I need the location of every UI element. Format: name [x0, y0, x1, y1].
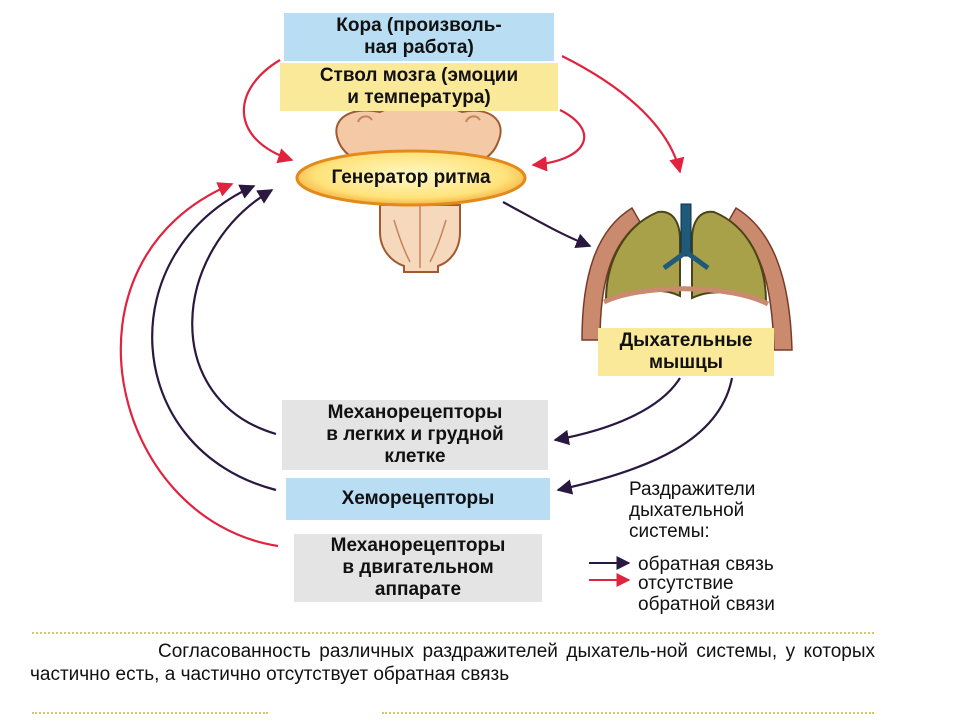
arrow-motor-to-generator — [119, 182, 279, 548]
arrow-muscles-to-lung-receptors — [553, 377, 681, 446]
arrow-cortex-to-generator — [242, 59, 294, 164]
arrow-generator-to-muscles — [502, 201, 592, 248]
arrow-cortex-to-muscles — [561, 55, 685, 174]
legend-feedback-label: обратная связь — [638, 554, 774, 575]
caption-bottom-divider-right — [382, 712, 874, 714]
caption-bottom-divider-left — [32, 712, 268, 714]
motor-mechanoreceptors-box: Механорецепторы в двигательном аппарате — [294, 534, 542, 602]
arrow-lung-receptors-to-generator — [191, 189, 277, 436]
cortex-box: Кора (произволь- ная работа) — [284, 13, 554, 61]
rhythm-generator-label: Генератор ритма — [331, 167, 491, 188]
caption: Согласованность различных раздражителей … — [30, 640, 875, 686]
rhythm-generator-ellipse — [295, 149, 527, 207]
brainstem-box: Ствол мозга (эмоции и температура) — [280, 63, 558, 111]
lungs-illustration — [581, 203, 793, 351]
feedback-arrows — [151, 184, 734, 495]
respiratory-muscles-box: Дыхательные мышцы — [598, 328, 774, 376]
caption-top-divider — [32, 632, 874, 634]
legend-title: Раздражители дыхательной системы: — [629, 479, 756, 542]
legend-no-feedback-label: отсутствие обратной связи — [638, 573, 775, 615]
caption-text: Согласованность различных раздражителей … — [30, 641, 875, 685]
lung-mechanoreceptors-box: Механорецепторы в легких и грудной клетк… — [282, 400, 548, 470]
arrow-chemoreceptors-to-generator — [151, 184, 277, 492]
arrow-brainstem-to-generator — [531, 109, 586, 172]
no-feedback-arrows — [119, 55, 685, 548]
arrow-muscles-to-chemoreceptors — [556, 377, 734, 495]
chemoreceptors-box: Хеморецепторы — [286, 478, 550, 520]
